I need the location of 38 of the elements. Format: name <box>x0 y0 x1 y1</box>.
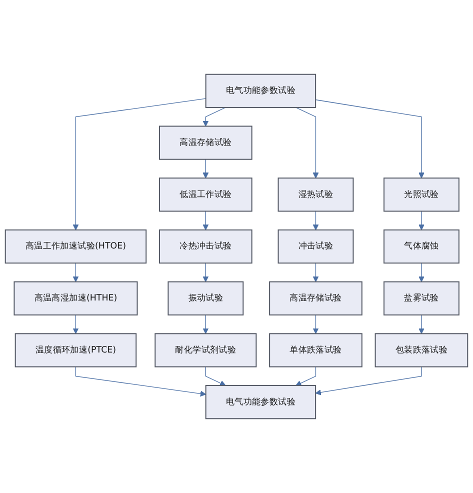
node-box: 高温高湿加速(HTHE) <box>14 281 138 316</box>
arrow <box>312 314 319 334</box>
node-box: 高温存储试验 <box>158 126 252 160</box>
arrow <box>312 210 319 230</box>
arrow <box>72 314 79 334</box>
arrow <box>418 314 424 334</box>
arrow <box>315 99 424 178</box>
arrow <box>312 262 319 282</box>
arrow <box>202 262 209 282</box>
arrow <box>202 314 209 334</box>
node-box: 包装跌落试验 <box>374 333 468 368</box>
arrow <box>72 262 79 282</box>
node-box: 光照试验 <box>384 178 460 212</box>
arrow <box>75 366 206 397</box>
node-box: 湿热试验 <box>278 178 354 212</box>
arrow <box>205 366 226 386</box>
node-box: 冲击试验 <box>278 229 354 264</box>
arrow <box>418 262 424 282</box>
node-box: 盐雾试验 <box>384 281 460 316</box>
node-box: 气体腐蚀 <box>384 229 460 264</box>
arrow <box>202 210 209 230</box>
arrow <box>315 366 422 396</box>
node-box: 单体跌落试验 <box>269 333 362 368</box>
node-box: 耐化学试剂试验 <box>154 333 257 368</box>
arrow <box>418 210 424 230</box>
node-box: 温度循环加速(PTCE) <box>14 333 137 368</box>
node-box: 低温工作试验 <box>158 178 252 212</box>
arrow <box>296 107 319 178</box>
node-box: 振动试验 <box>168 281 244 316</box>
arrow <box>202 107 226 126</box>
arrow <box>296 366 316 386</box>
arrow <box>72 98 206 230</box>
node-box: 高温存储试验 <box>269 281 362 316</box>
node-box: 冷热冲击试验 <box>158 229 252 264</box>
node-box: 高温工作加速试验(HTOE) <box>4 229 147 264</box>
node-box: 电气功能参数试验 <box>205 385 316 420</box>
arrow <box>202 159 209 178</box>
node-box: 电气功能参数试验 <box>205 74 316 108</box>
